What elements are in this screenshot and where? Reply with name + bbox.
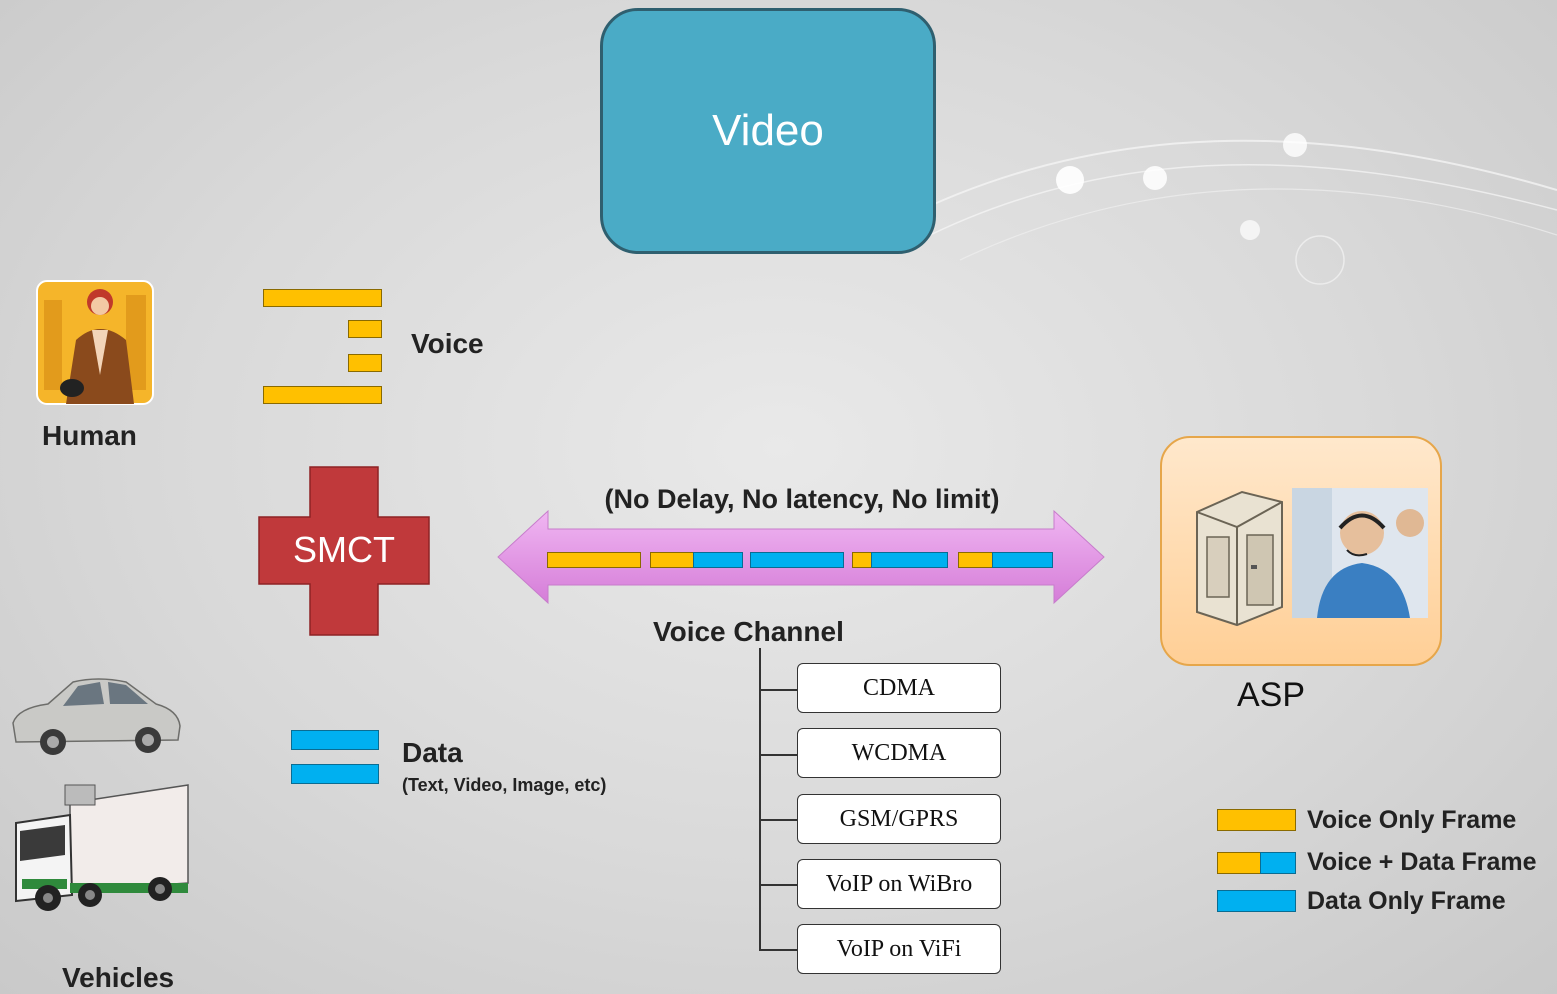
car-icon — [12, 678, 181, 755]
smct-label: SMCT — [293, 529, 395, 570]
legend-voice-data-swatch-data — [1260, 852, 1296, 874]
voice-data-frame-voice-part — [958, 552, 993, 568]
data-frame-bar — [291, 730, 379, 750]
data-sub-label: (Text, Video, Image, etc) — [402, 775, 607, 795]
voice-data-frame-voice-part — [852, 552, 872, 568]
data-frame-bar — [291, 764, 379, 784]
network-box-wcdma: WCDMA — [797, 728, 1001, 778]
channel-top-label: (No Delay, No latency, No limit) — [604, 484, 1000, 514]
call-center-agent-icon — [1292, 488, 1428, 618]
background-swoosh — [900, 133, 1557, 285]
smct-cross — [258, 466, 430, 636]
asp-label: ASP — [1237, 676, 1306, 714]
human-label: Human — [42, 420, 137, 451]
video-label: Video — [712, 106, 824, 155]
data-label: Data — [402, 737, 463, 768]
voice-data-frame-voice-part — [650, 552, 694, 568]
legend-voice-only-label: Voice Only Frame — [1307, 806, 1517, 834]
voice-data-frame-data-part — [992, 552, 1053, 568]
network-box-gsm-gprs: GSM/GPRS — [797, 794, 1001, 844]
channel-bottom-label: Voice Channel — [653, 616, 844, 647]
voice-frame-bar — [348, 320, 382, 338]
network-box-cdma: CDMA — [797, 663, 1001, 713]
voice-data-frame-data-part — [871, 552, 948, 568]
network-box-voip-wibro: VoIP on WiBro — [797, 859, 1001, 909]
data-only-frame — [750, 552, 844, 568]
server-icon — [1196, 490, 1283, 627]
voice-frame-bar — [348, 354, 382, 372]
legend-data-only-swatch — [1217, 890, 1296, 912]
network-tree-branch — [759, 754, 797, 756]
network-tree-branch — [759, 819, 797, 821]
vehicles-label: Vehicles — [62, 962, 175, 993]
truck-icon — [15, 784, 189, 911]
network-tree-trunk — [759, 648, 761, 950]
network-tree-branch — [759, 949, 797, 951]
woman-on-phone-icon — [36, 280, 154, 405]
voice-frame-bar — [263, 289, 382, 307]
network-box-voip-vifi: VoIP on ViFi — [797, 924, 1001, 974]
voice-label: Voice — [411, 328, 484, 359]
network-tree-branch — [759, 689, 797, 691]
voice-data-frame-data-part — [693, 552, 743, 568]
network-tree-branch — [759, 884, 797, 886]
legend-voice-only-swatch — [1217, 809, 1296, 831]
legend-voice-data-swatch-voice — [1217, 852, 1261, 874]
legend: Voice Only Frame Voice + Data Frame Data… — [1217, 806, 1557, 916]
voice-frame-bar — [263, 386, 382, 404]
legend-data-only-label: Data Only Frame — [1307, 887, 1506, 915]
voice-only-frame — [547, 552, 641, 568]
legend-voice-data-label: Voice + Data Frame — [1307, 848, 1537, 876]
video-box: Video — [600, 8, 936, 254]
